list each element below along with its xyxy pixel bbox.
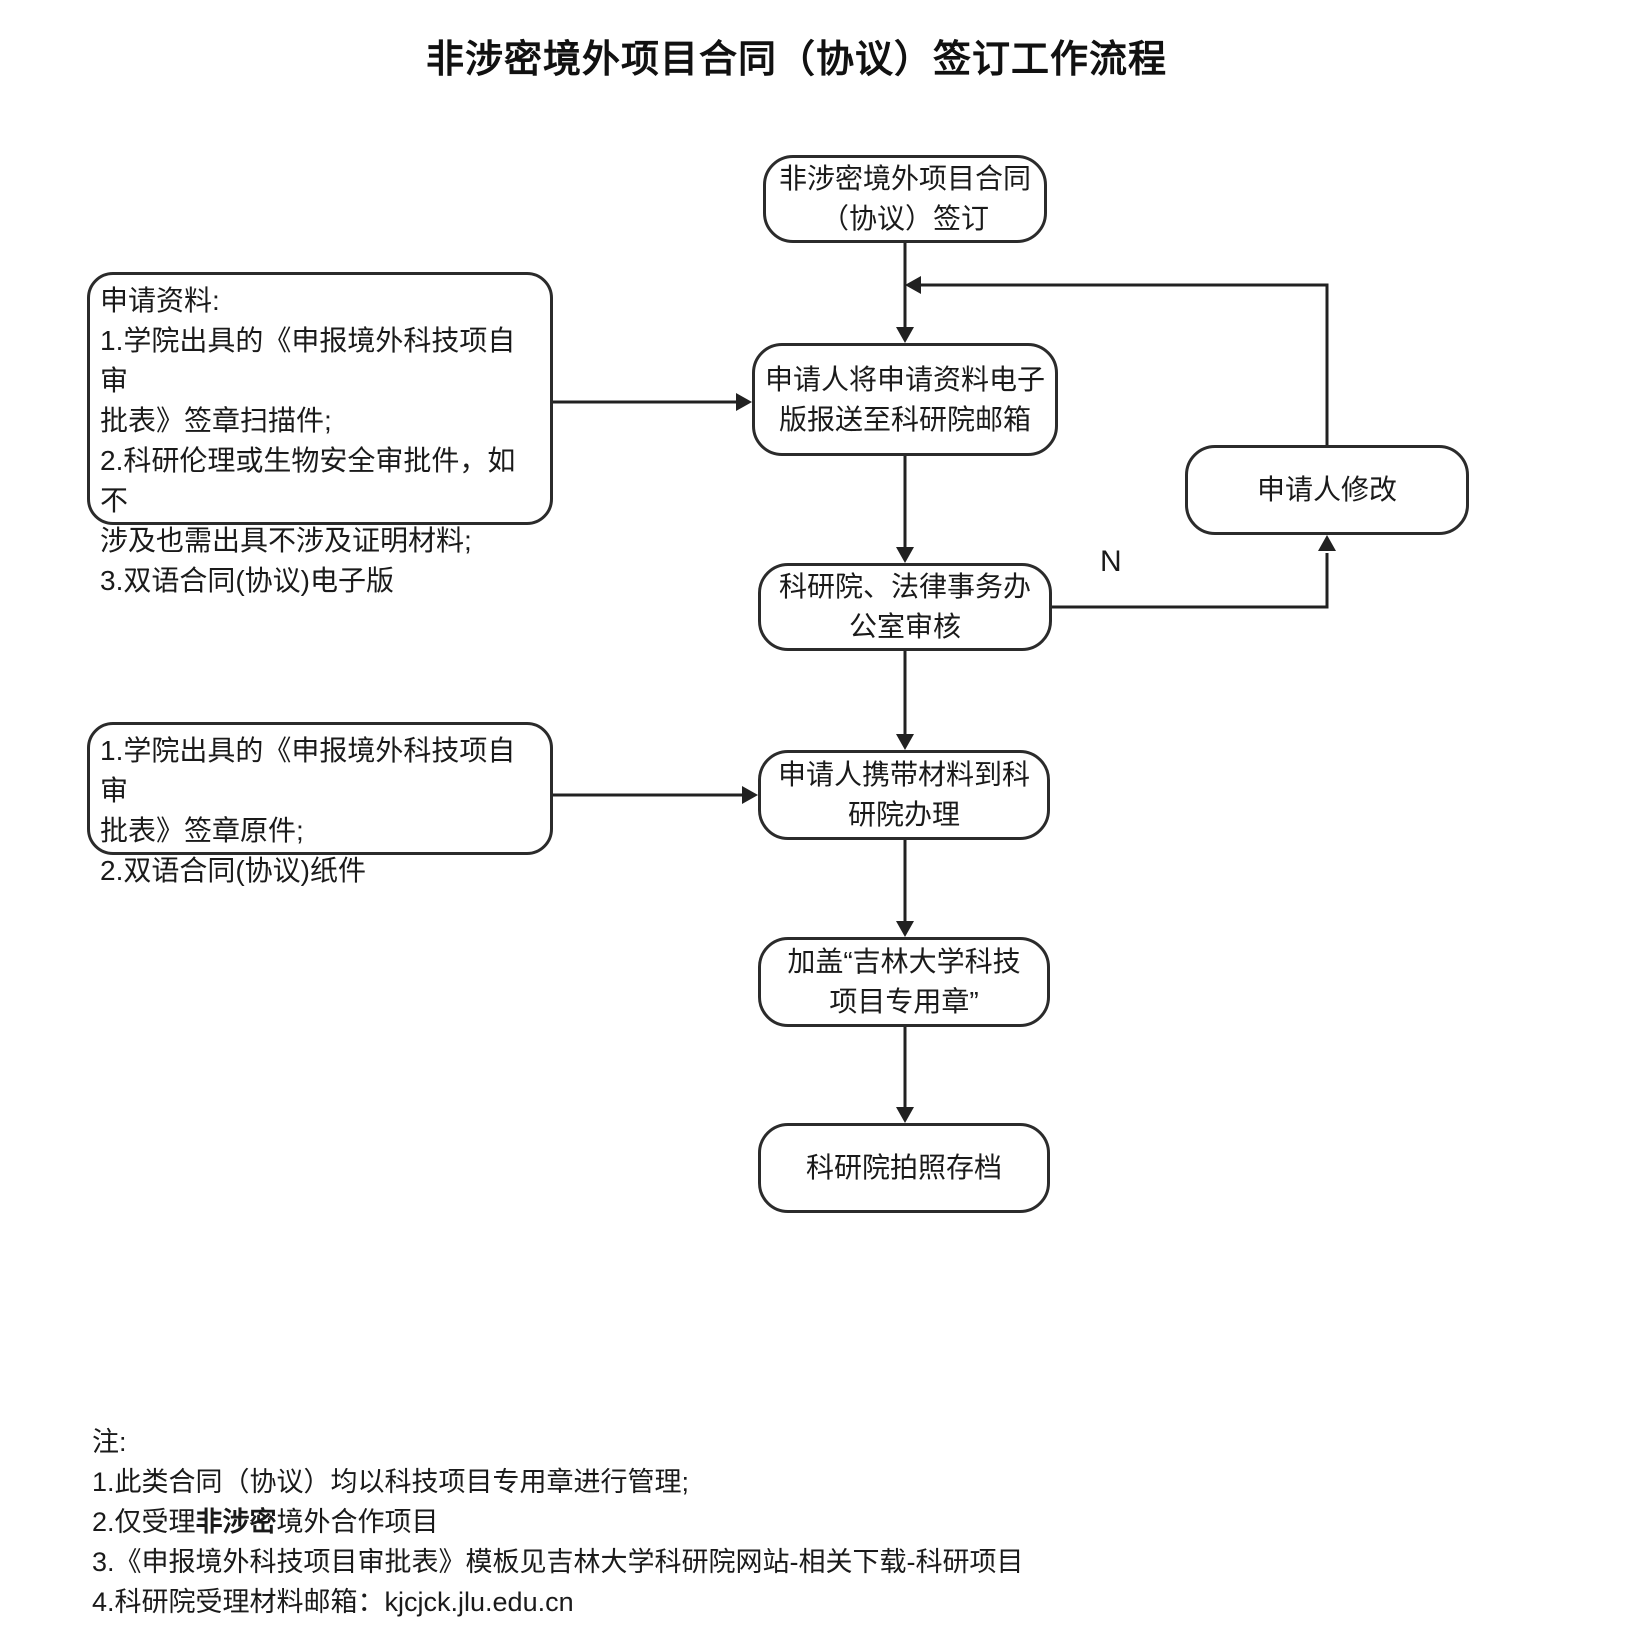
note-line-4: 4.科研院受理材料邮箱：kjcjck.jlu.edu.cn [92, 1587, 574, 1617]
node-archive-photo: 科研院拍照存档 [758, 1123, 1050, 1213]
node-materials-electronic-label: 申请资料: 1.学院出具的《申报境外科技项自审 批表》签章扫描件; 2.科研伦理… [100, 285, 516, 596]
note-line-2: 2.仅受理非涉密境外合作项目 [92, 1502, 1024, 1542]
node-start-label: 非涉密境外项目合同 （协议）签订 [778, 163, 1031, 234]
notes-heading: 注: [92, 1427, 127, 1457]
note-line-3: 3.《申报境外科技项目审批表》模板见吉林大学科研院网站-相关下载-科研项目 [92, 1547, 1024, 1577]
arrow-bring-to-stamp [896, 840, 914, 937]
node-review-label: 科研院、法律事务办 公室审核 [778, 571, 1031, 642]
node-bring-materials-label: 申请人携带材料到科 研院办理 [777, 759, 1030, 830]
arrow-review-to-bring [896, 650, 914, 750]
node-revise-label: 申请人修改 [1256, 474, 1397, 505]
node-stamp-seal: 加盖“吉林大学科技 项目专用章” [758, 937, 1050, 1027]
arrow-materials-paper-to-bring [553, 786, 758, 804]
node-submit-email: 申请人将申请资料电子 版报送至科研院邮箱 [752, 343, 1058, 456]
arrow-stamp-to-archive [896, 1027, 914, 1123]
note-line-1: 1.此类合同（协议）均以科技项目专用章进行管理; [92, 1467, 690, 1497]
note-line-2-suffix: 境外合作项目 [276, 1507, 439, 1537]
node-materials-electronic: 申请资料: 1.学院出具的《申报境外科技项自审 批表》签章扫描件; 2.科研伦理… [87, 272, 553, 596]
node-review: 科研院、法律事务办 公室审核 [758, 563, 1052, 651]
arrow-materials-electronic-to-submit [553, 393, 752, 411]
decision-no-label: N [1100, 545, 1122, 578]
node-materials-paper: 1.学院出具的《申报境外科技项自审 批表》签章原件; 2.双语合同(协议)纸件 [87, 722, 553, 886]
note-line-2-bold: 非涉密 [195, 1507, 277, 1537]
node-materials-paper-label: 1.学院出具的《申报境外科技项自审 批表》签章原件; 2.双语合同(协议)纸件 [100, 735, 516, 886]
node-submit-email-label: 申请人将申请资料电子 版报送至科研院邮箱 [764, 363, 1045, 435]
node-stamp-seal-label: 加盖“吉林大学科技 项目专用章” [787, 946, 1021, 1017]
node-bring-materials: 申请人携带材料到科 研院办理 [758, 750, 1050, 840]
note-line-2-prefix: 2.仅受理 [92, 1507, 196, 1537]
notes-section: 注: 1.此类合同（协议）均以科技项目专用章进行管理; 2.仅受理非涉密境外合作… [92, 1422, 1024, 1622]
page-title: 非涉密境外项目合同（协议）签订工作流程 [425, 39, 1167, 81]
node-start: 非涉密境外项目合同 （协议）签订 [763, 155, 1047, 243]
arrow-review-no-to-revise [1052, 535, 1336, 609]
arrow-start-to-submit [896, 242, 914, 343]
arrow-submit-to-review [896, 455, 914, 563]
node-archive-photo-label: 科研院拍照存档 [805, 1152, 1002, 1183]
node-revise: 申请人修改 [1185, 445, 1469, 535]
